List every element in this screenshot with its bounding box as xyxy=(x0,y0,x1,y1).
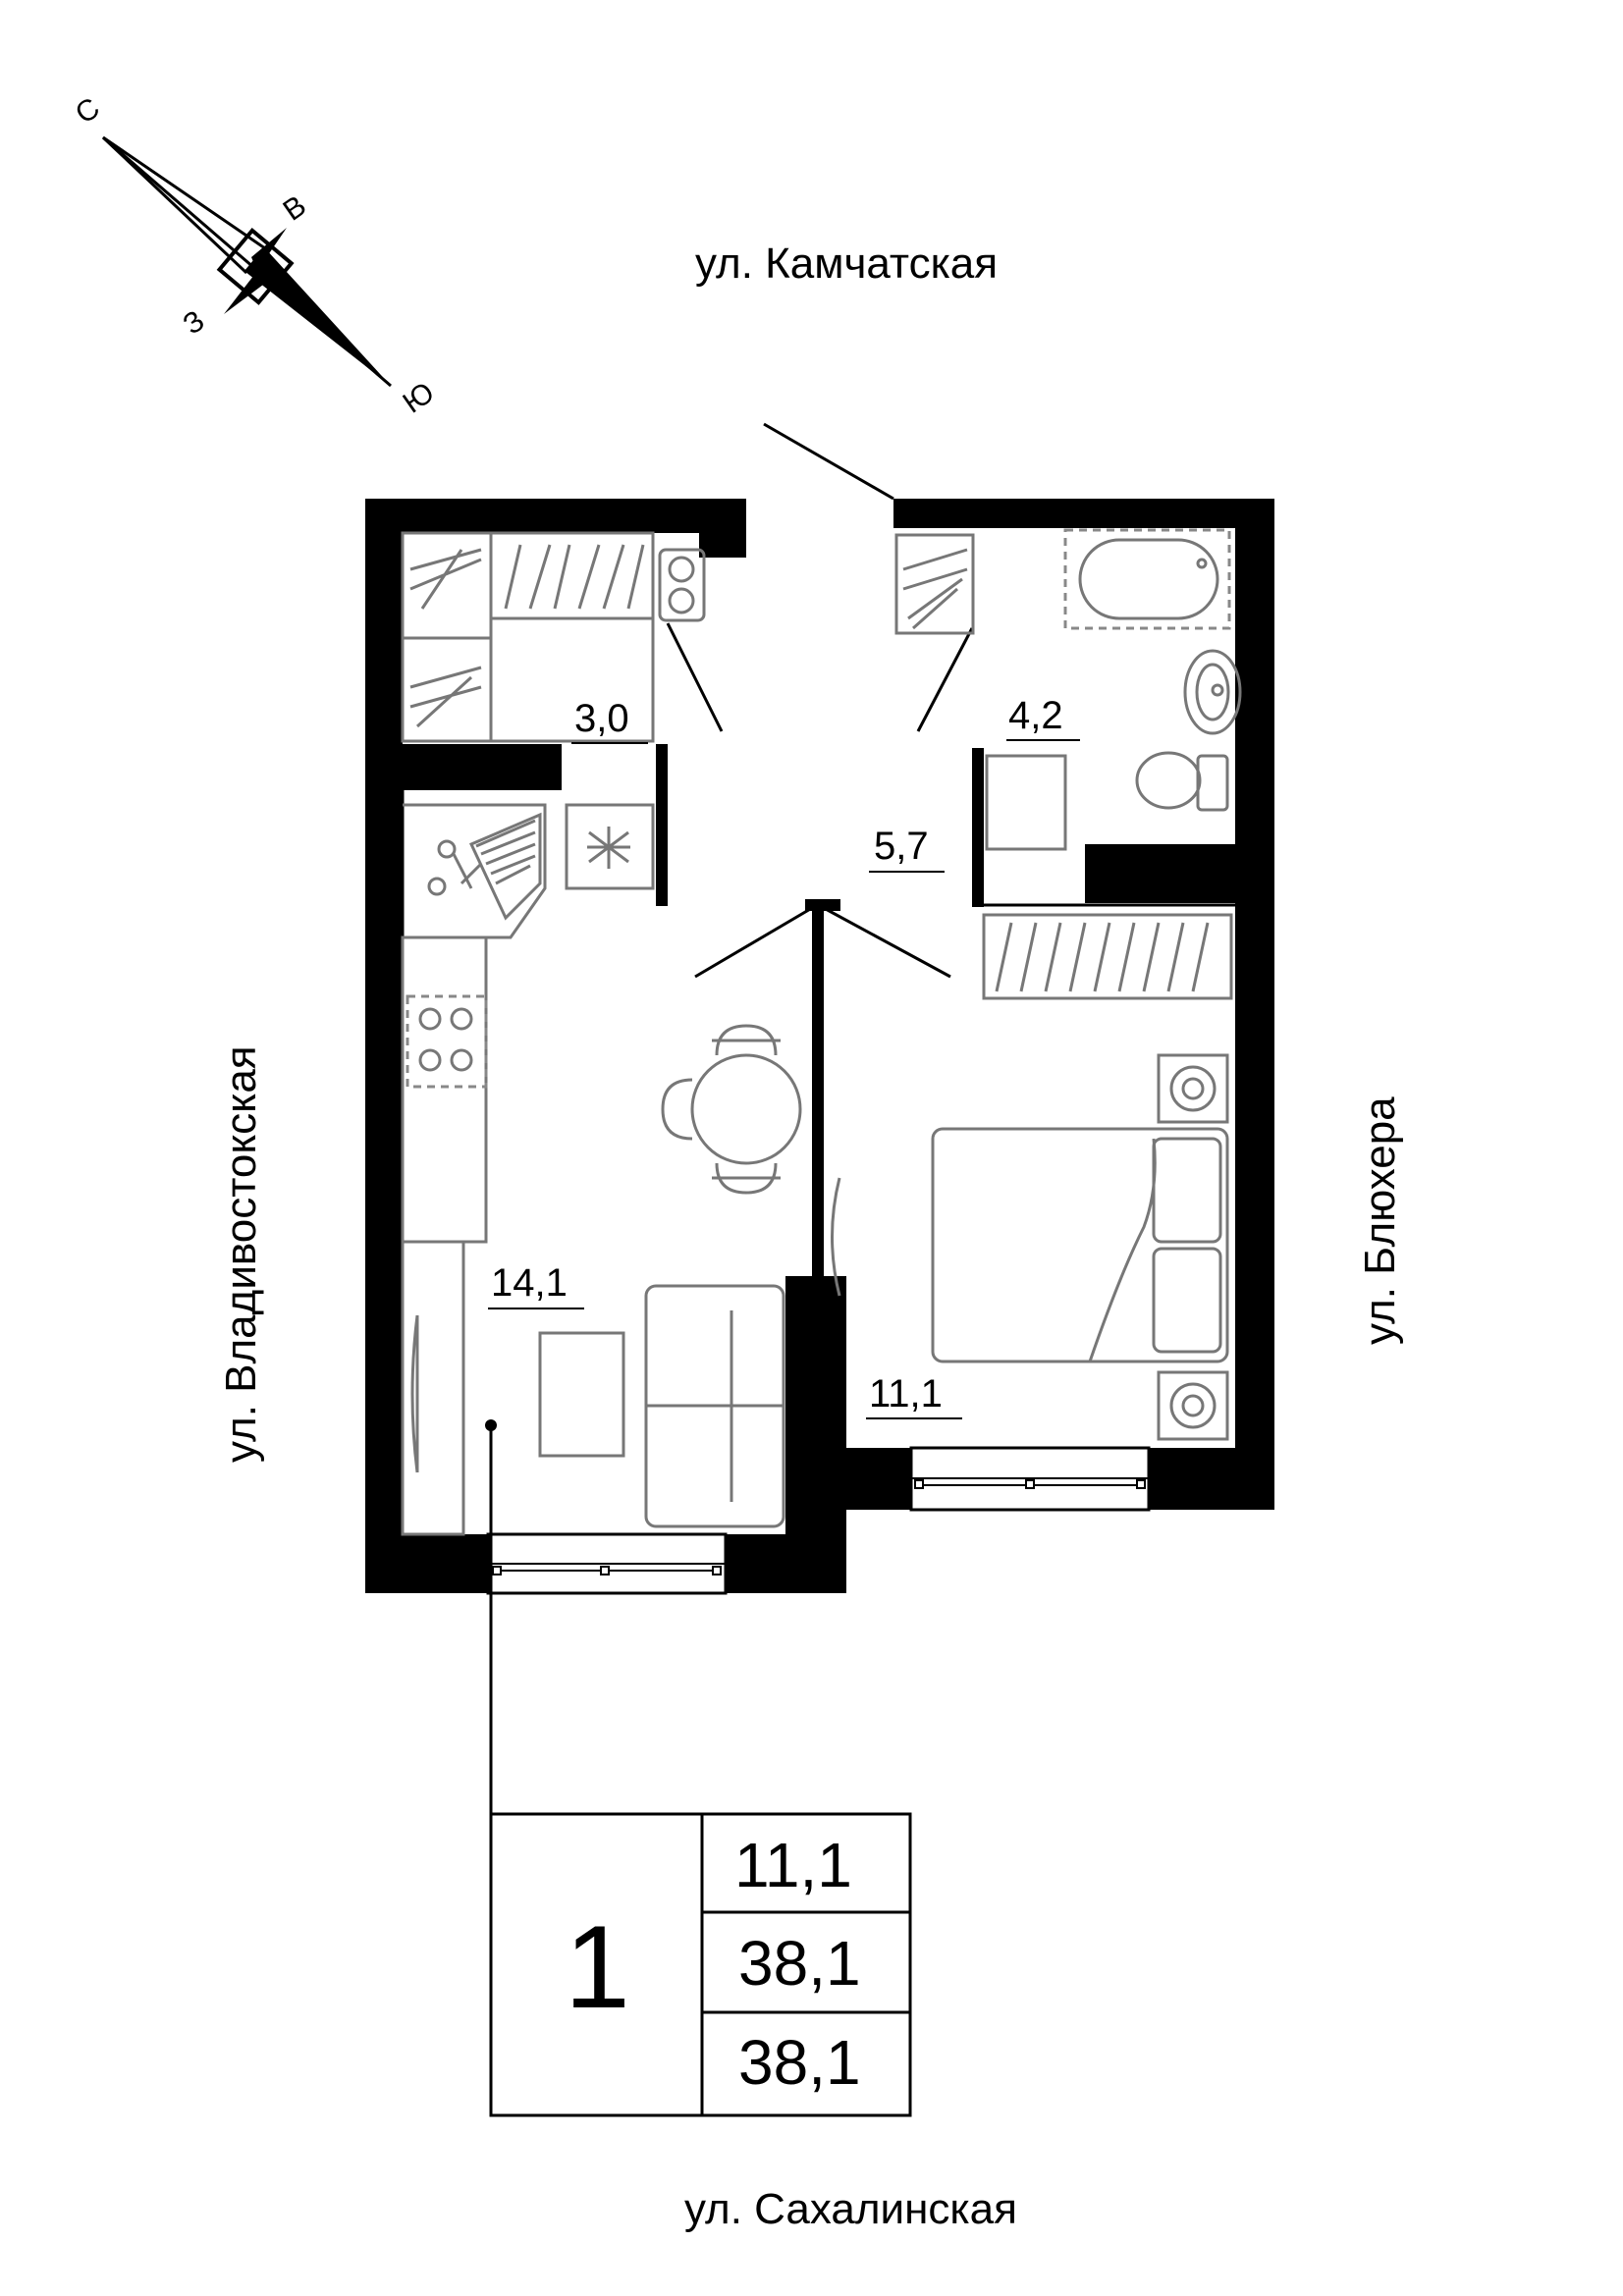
entry-wardrobe-right xyxy=(894,533,975,635)
hall-wardrobe xyxy=(401,531,706,743)
area-bedroom: 11,1 xyxy=(869,1372,943,1415)
bedroom-fixtures xyxy=(831,913,1233,1441)
compass-south-label: Ю xyxy=(398,376,441,419)
street-west-label: ул. Владивостокская xyxy=(217,1045,265,1463)
bathroom-fixtures xyxy=(985,528,1242,851)
compass-west-label: З xyxy=(178,304,211,341)
total-area-with-balcony: 38,1 xyxy=(738,2027,861,2098)
summary-table: 1 11,1 38,1 38,1 xyxy=(489,1812,912,2117)
compass-east-label: В xyxy=(278,189,312,228)
entrance-door xyxy=(763,422,894,501)
window-kitchen xyxy=(486,1532,728,1595)
compass-needle-east xyxy=(251,228,287,271)
street-south-label: ул. Сахалинская xyxy=(684,2185,1017,2233)
window-bedroom xyxy=(909,1446,1151,1512)
kitchen-fixtures xyxy=(401,803,655,1536)
room-labels: 3,0 4,2 5,7 14,1 11,1 xyxy=(488,694,1080,1419)
door-swings xyxy=(666,622,974,979)
walls xyxy=(365,499,1274,1593)
sofa xyxy=(485,1284,785,1814)
street-north-label: ул. Камчатская xyxy=(695,240,998,288)
area-kitchen-living: 14,1 xyxy=(491,1261,568,1305)
street-east-label: ул. Блюхера xyxy=(1356,1096,1404,1345)
room-count: 1 xyxy=(565,1901,630,2033)
compass-needle-west xyxy=(224,271,263,314)
compass-rose: С В З Ю xyxy=(70,91,440,419)
area-hall-storage: 3,0 xyxy=(574,697,629,740)
living-area: 11,1 xyxy=(734,1830,852,1900)
compass-north-label: С xyxy=(70,91,106,130)
area-corridor: 5,7 xyxy=(874,825,929,868)
dining-set xyxy=(661,1024,802,1195)
total-area: 38,1 xyxy=(738,1928,861,1999)
area-bathroom: 4,2 xyxy=(1008,694,1063,737)
compass-needle-south xyxy=(245,248,391,386)
